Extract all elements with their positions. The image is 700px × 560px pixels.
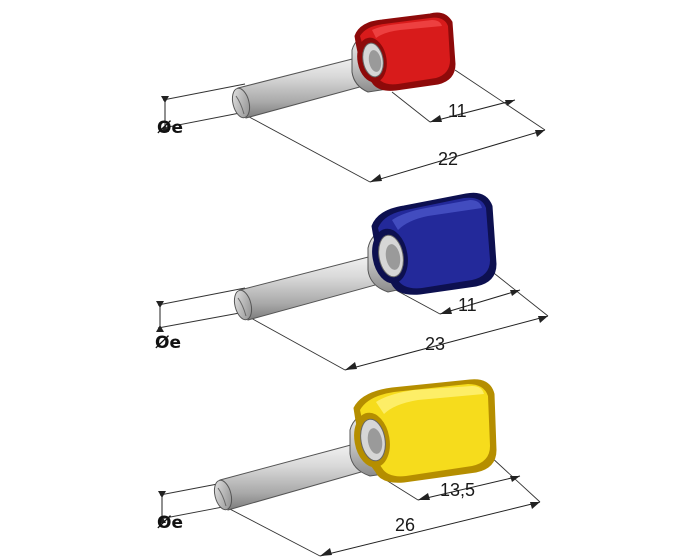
terminal-red: Øe 11 22 — [157, 12, 546, 183]
insulation-sleeve-blue — [371, 192, 497, 295]
dimension-lines — [161, 69, 546, 183]
dimension-lines — [156, 269, 549, 371]
terminal-yellow: Øe 13,5 26 — [157, 379, 541, 557]
total-length-label: 26 — [395, 515, 415, 535]
insulation-length-label: 13,5 — [440, 480, 475, 500]
pin — [213, 441, 369, 511]
insulation-sleeve-yellow — [353, 379, 497, 483]
diameter-label: Øe — [157, 513, 183, 533]
total-length-label: 22 — [438, 149, 458, 169]
terminal-blue: Øe 11 23 — [155, 192, 549, 371]
insulation-length-label: 11 — [448, 101, 467, 121]
diameter-label: Øe — [157, 118, 183, 138]
pin — [233, 253, 387, 321]
insulation-sleeve-red — [354, 12, 456, 91]
diameter-label: Øe — [155, 333, 181, 353]
insulation-length-label: 11 — [458, 295, 477, 315]
total-length-label: 23 — [425, 334, 445, 354]
